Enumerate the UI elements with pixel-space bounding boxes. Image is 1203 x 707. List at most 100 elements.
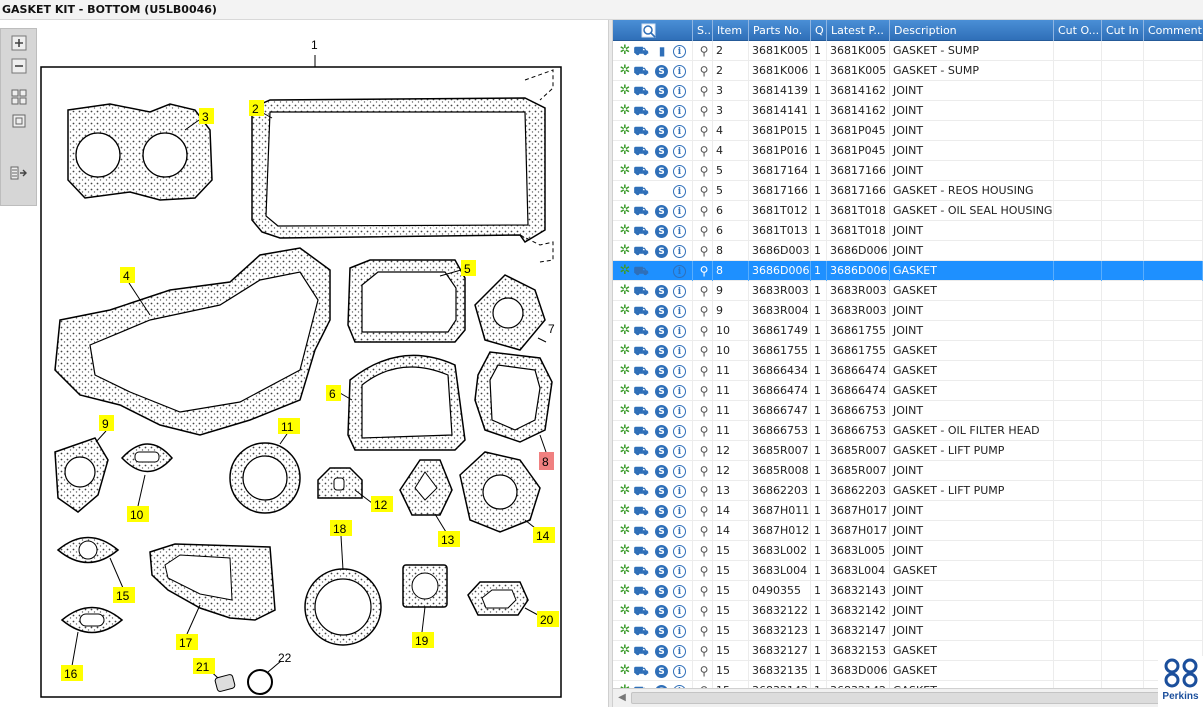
info-icon[interactable]: i [673,625,686,638]
gear-icon[interactable]: ✲ [619,223,631,238]
gear-icon[interactable]: ✲ [619,43,631,58]
supersession-icon[interactable]: S [655,605,668,618]
info-icon[interactable]: i [673,345,686,358]
cart-icon[interactable]: ⛟ [633,584,649,598]
gear-icon[interactable]: ✲ [619,323,631,338]
callout-pin-icon[interactable]: ⚲ [699,624,709,638]
cart-icon[interactable]: ⛟ [633,64,649,78]
callout-pin-icon[interactable]: ⚲ [697,684,711,688]
callout-pin-icon[interactable]: ⚲ [699,184,709,198]
info-icon[interactable]: i [673,505,686,518]
horizontal-scrollbar[interactable]: ◀ [613,688,1203,707]
callout-pin-icon[interactable]: ⚲ [699,344,709,358]
info-icon[interactable]: i [673,185,686,198]
supersession-icon[interactable]: S [655,345,668,358]
gear-icon[interactable]: ✲ [619,423,631,438]
info-icon[interactable]: i [673,105,686,118]
gear-icon[interactable]: ✲ [619,83,631,98]
supersession-icon[interactable]: S [655,465,668,478]
cart-icon[interactable]: ⛟ [633,164,649,178]
supersession-icon[interactable]: S [655,565,668,578]
supersession-icon[interactable]: S [655,405,668,418]
callout-pin-icon[interactable]: ⚲ [699,444,709,458]
pane-splitter[interactable] [608,20,613,707]
callout-pin-icon[interactable]: ⚲ [699,604,709,618]
gear-icon[interactable]: ✲ [619,103,631,118]
cart-icon[interactable]: ⛟ [633,324,649,338]
info-icon[interactable]: i [673,445,686,458]
supersession-icon[interactable]: S [655,145,668,158]
gear-icon[interactable]: ✲ [619,303,631,318]
info-icon[interactable]: i [673,565,686,578]
callout-pin-icon[interactable]: ⚲ [699,664,709,678]
cart-icon[interactable]: ⛟ [633,464,649,478]
gear-icon[interactable]: ✲ [619,403,631,418]
gear-icon[interactable]: ✲ [619,363,631,378]
info-icon[interactable]: i [673,605,686,618]
callout-pin-icon[interactable]: ⚲ [699,644,709,658]
supersession-icon[interactable]: S [655,525,668,538]
callout-pin-icon[interactable]: ⚲ [699,524,709,538]
gear-icon[interactable]: ✲ [619,603,631,618]
callout-pin-icon[interactable]: ⚲ [699,464,709,478]
callout-pin-icon[interactable]: ⚲ [699,104,709,118]
cart-icon[interactable]: ⛟ [633,564,649,578]
gear-icon[interactable]: ✲ [619,123,631,138]
info-icon[interactable]: i [673,205,686,218]
gear-icon[interactable]: ✲ [619,463,631,478]
gear-icon[interactable]: ✲ [619,443,631,458]
callout-pin-icon[interactable]: ⚲ [699,84,709,98]
cart-icon[interactable]: ⛟ [633,284,649,298]
supersession-icon[interactable]: S [655,105,668,118]
info-icon[interactable]: i [673,125,686,138]
info-icon[interactable]: i [673,145,686,158]
gear-icon[interactable]: ✲ [619,563,631,578]
cart-icon[interactable]: ⛟ [633,444,649,458]
gear-icon[interactable]: ✲ [619,63,631,78]
info-icon[interactable]: i [673,305,686,318]
info-icon[interactable]: i [673,585,686,598]
cart-icon[interactable]: ⛟ [633,84,649,98]
cart-icon[interactable]: ⛟ [633,644,649,658]
fit-box-icon[interactable] [8,111,30,131]
supersession-icon[interactable]: S [655,645,668,658]
export-icon[interactable] [8,163,30,183]
cart-icon[interactable]: ⛟ [633,104,649,118]
supersession-icon[interactable]: S [655,305,668,318]
column-header-cut-in[interactable]: Cut In [1102,20,1144,41]
gear-icon[interactable]: ✲ [619,383,631,398]
callout-pin-icon[interactable]: ⚲ [699,504,709,518]
cart-icon[interactable]: ⛟ [633,344,649,358]
column-header-quantity[interactable]: Q [811,20,827,41]
info-icon[interactable]: i [673,225,686,238]
supersession-icon[interactable]: S [655,285,668,298]
callout-pin-icon[interactable]: ⚲ [699,64,709,78]
supersession-icon[interactable]: S [655,225,668,238]
callout-pin-icon[interactable]: ⚲ [699,544,709,558]
callout-pin-icon[interactable]: ⚲ [699,284,709,298]
cart-icon[interactable]: ⛟ [633,664,649,678]
info-icon[interactable]: i [673,45,686,58]
supersession-icon[interactable]: S [655,365,668,378]
callout-pin-icon[interactable]: ⚲ [699,264,709,278]
gear-icon[interactable]: ✲ [619,163,631,178]
callout-pin-icon[interactable]: ⚲ [699,244,709,258]
diagram-pane[interactable]: 1 [0,20,608,707]
column-header-status[interactable]: S.. [693,20,713,41]
